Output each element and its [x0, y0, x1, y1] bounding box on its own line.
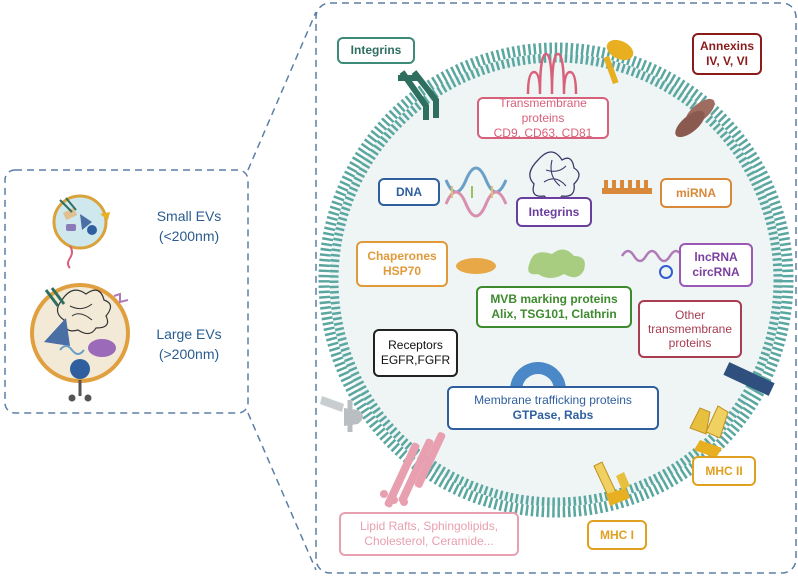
receptor-bar-icon — [723, 362, 775, 396]
large-ev-label: Large EVs (>200nm) — [134, 324, 244, 364]
other-line3: proteins — [668, 336, 712, 350]
small-ev-size: (<200nm) — [158, 228, 220, 244]
lipid-raft-icon — [380, 432, 446, 508]
transmembrane-title: Transmembrane proteins — [499, 95, 587, 125]
chaperones-label: Chaperones HSP70 — [356, 241, 448, 287]
lipid-line2: Cholesterol, Ceramide... — [364, 534, 494, 548]
chaperones-title: Chaperones — [367, 249, 437, 263]
large-ev-name: Large EVs — [156, 326, 222, 342]
cd-protein-icon — [526, 52, 578, 95]
dna-text: DNA — [396, 184, 422, 199]
receptors-list: EGFR,FGFR — [380, 353, 451, 367]
integrins-outer-text: Integrins — [350, 43, 402, 57]
zoom-line-top — [247, 11, 317, 171]
grey-receptor-icon — [320, 396, 363, 432]
annexin-icon — [675, 98, 715, 138]
membrane-trafficking-label: Membrane trafficking proteins GTPase, Ra… — [447, 386, 659, 430]
circrna-text: circRNA — [692, 265, 740, 279]
dna-label: DNA — [378, 178, 440, 206]
small-ev-icon — [52, 194, 110, 269]
transmembrane-label: Transmembrane proteins CD9, CD63, CD81 — [477, 95, 609, 140]
yellow-receptor-icon — [603, 39, 634, 85]
lipid-raft-label: Lipid Rafts, Sphingolipids, Cholesterol,… — [339, 512, 519, 556]
other-line2: transmembrane — [647, 322, 733, 336]
mirna-text: miRNA — [675, 185, 716, 200]
zoom-line-bottom — [247, 412, 317, 571]
annexins-title: Annexins — [700, 39, 755, 53]
mhc-i-icon — [593, 461, 630, 506]
lncrna-icon — [620, 249, 684, 263]
mvb-list: Alix, TSG101, Clathrin — [491, 307, 617, 321]
annexins-label: Annexins IV, V, VI — [692, 33, 762, 75]
receptors-title: Receptors — [388, 338, 443, 352]
integrins-outer-label: Integrins — [337, 37, 415, 64]
lipid-line1: Lipid Rafts, Sphingolipids, — [359, 519, 499, 533]
other-transmembrane-label: Other transmembrane proteins — [638, 300, 742, 358]
protein-tangle-icon — [529, 151, 580, 202]
small-ev-label: Small EVs (<200nm) — [134, 206, 244, 246]
membrane-title: Membrane trafficking proteins — [474, 393, 632, 407]
mirna-icon — [602, 180, 652, 194]
small-ev-name: Small EVs — [156, 208, 222, 224]
mhc-i-text: MHC I — [600, 527, 634, 542]
dna-helix-icon — [444, 166, 508, 218]
mhc-ii-text: MHC II — [705, 463, 743, 478]
mhc-i-label: MHC I — [587, 520, 647, 550]
annexins-list: IV, V, VI — [706, 54, 748, 68]
mirna-label: miRNA — [660, 178, 732, 208]
hsp70-icon — [456, 258, 496, 274]
integrins-inner-text: Integrins — [528, 204, 580, 219]
membrane-list: GTPase, Rabs — [512, 408, 594, 422]
integrin-icon — [398, 70, 439, 120]
lncrna-text: lncRNA — [694, 250, 738, 264]
transmembrane-list: CD9, CD63, CD81 — [493, 125, 593, 140]
circrna-icon — [659, 265, 673, 279]
membrane-inner — [329, 53, 783, 507]
large-ev-size: (>200nm) — [158, 346, 220, 362]
integrins-inner-label: Integrins — [516, 197, 592, 227]
lncrna-label: lncRNA circRNA — [679, 243, 753, 287]
membrane-outer — [318, 42, 794, 518]
other-line1: Other — [674, 308, 705, 322]
mvb-title: MVB marking proteins — [490, 292, 618, 306]
trafficking-protein-icon — [510, 362, 566, 390]
mvb-protein-icon — [528, 249, 585, 278]
mvb-label: MVB marking proteins Alix, TSG101, Clath… — [476, 286, 632, 328]
chaperones-list: HSP70 — [382, 264, 422, 278]
mhc-ii-label: MHC II — [692, 456, 756, 486]
large-ev-icon — [30, 283, 130, 402]
receptors-label: Receptors EGFR,FGFR — [373, 329, 458, 377]
mhc-ii-icon — [689, 405, 729, 458]
vesicle-lumen — [330, 54, 782, 506]
